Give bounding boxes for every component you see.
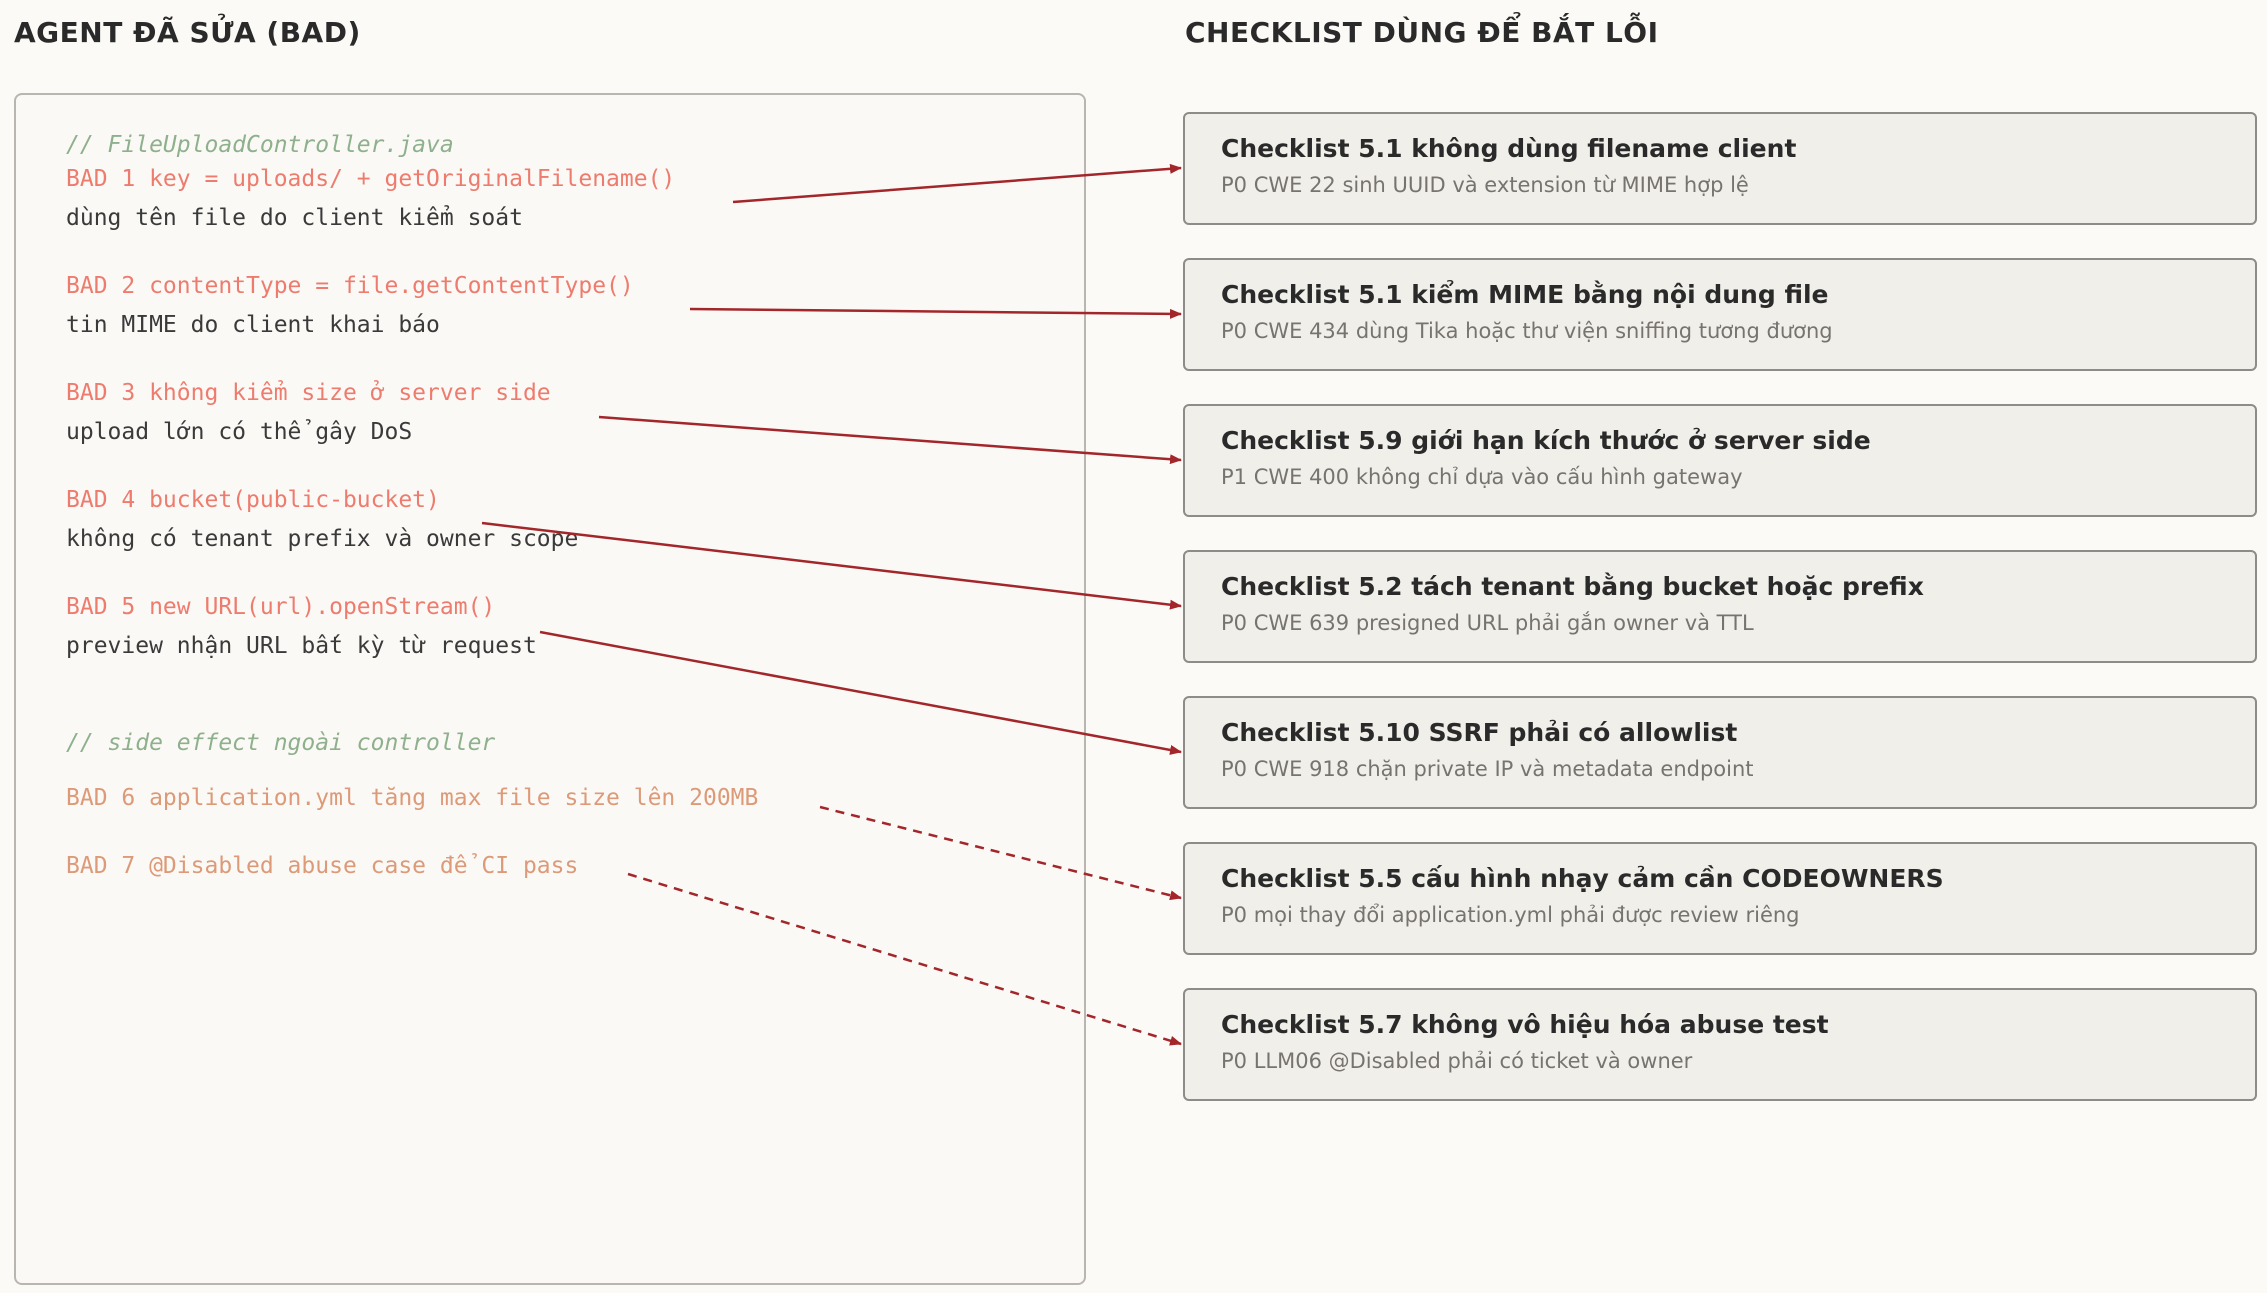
side-effect-comment: // side effect ngoài controller: [66, 730, 496, 756]
bad-3-label: BAD 3 không kiểm size ở server side: [66, 380, 551, 406]
checklist-card-5-title: Checklist 5.10 SSRF phải có allowlist: [1221, 718, 1738, 747]
arrow-bad-4-to-check-4: [481, 521, 1182, 610]
checklist-card-7: Checklist 5.7 không vô hiệu hóa abuse te…: [1183, 988, 2257, 1101]
bad-1-label: BAD 1 key = uploads/ + getOriginalFilena…: [66, 166, 676, 192]
arrow-bad-6-to-check-6: [819, 805, 1182, 901]
right-heading: CHECKLIST DÙNG ĐỂ BẮT LỖI: [1185, 16, 1659, 49]
checklist-card-5: Checklist 5.10 SSRF phải có allowlist P0…: [1183, 696, 2257, 809]
arrow-bad-7-to-check-7: [627, 872, 1182, 1046]
checklist-card-4-title: Checklist 5.2 tách tenant bằng bucket ho…: [1221, 572, 1924, 601]
checklist-card-4: Checklist 5.2 tách tenant bằng bucket ho…: [1183, 550, 2257, 663]
arrow-bad-1-to-check-1: [732, 163, 1182, 204]
file-comment: // FileUploadController.java: [66, 132, 454, 158]
bad-4-desc: không có tenant prefix và owner scope: [66, 526, 579, 552]
bad-5-label: BAD 5 new URL(url).openStream(): [66, 594, 496, 620]
checklist-card-1: Checklist 5.1 không dùng filename client…: [1183, 112, 2257, 225]
checklist-card-1-title: Checklist 5.1 không dùng filename client: [1221, 134, 1797, 163]
bad-2-desc: tin MIME do client khai báo: [66, 312, 440, 338]
arrow-bad-2-to-check-2: [689, 307, 1182, 319]
bad-3-desc: upload lớn có thể gây DoS: [66, 419, 413, 445]
checklist-card-3: Checklist 5.9 giới hạn kích thước ở serv…: [1183, 404, 2257, 517]
code-panel: // FileUploadController.java BAD 1 key =…: [14, 93, 1086, 1285]
checklist-card-1-sub: P0 CWE 22 sinh UUID và extension từ MIME…: [1221, 173, 1749, 197]
bad-2-label: BAD 2 contentType = file.getContentType(…: [66, 273, 634, 299]
arrow-bad-3-to-check-3: [598, 415, 1182, 465]
checklist-card-2: Checklist 5.1 kiểm MIME bằng nội dung fi…: [1183, 258, 2257, 371]
checklist-card-5-sub: P0 CWE 918 chặn private IP và metadata e…: [1221, 757, 1754, 781]
bad-5-desc: preview nhận URL bất kỳ từ request: [66, 633, 537, 659]
bad-1-desc: dùng tên file do client kiểm soát: [66, 205, 523, 231]
left-heading: AGENT ĐÃ SỬA (BAD): [14, 16, 361, 49]
checklist-card-4-sub: P0 CWE 639 presigned URL phải gắn owner …: [1221, 611, 1754, 635]
bad-6-label: BAD 6 application.yml tăng max file size…: [66, 785, 759, 811]
checklist-card-6: Checklist 5.5 cấu hình nhạy cảm cần CODE…: [1183, 842, 2257, 955]
checklist-card-3-title: Checklist 5.9 giới hạn kích thước ở serv…: [1221, 426, 1871, 455]
checklist-card-7-sub: P0 LLM06 @Disabled phải có ticket và own…: [1221, 1049, 1693, 1073]
checklist-card-7-title: Checklist 5.7 không vô hiệu hóa abuse te…: [1221, 1010, 1829, 1039]
checklist-card-6-title: Checklist 5.5 cấu hình nhạy cảm cần CODE…: [1221, 864, 1944, 893]
bad-7-label: BAD 7 @Disabled abuse case để CI pass: [66, 853, 579, 879]
checklist-card-6-sub: P0 mọi thay đổi application.yml phải đượ…: [1221, 903, 1800, 927]
checklist-card-2-title: Checklist 5.1 kiểm MIME bằng nội dung fi…: [1221, 280, 1829, 309]
checklist-card-3-sub: P1 CWE 400 không chỉ dựa vào cấu hình ga…: [1221, 465, 1743, 489]
checklist-card-2-sub: P0 CWE 434 dùng Tika hoặc thư viện sniff…: [1221, 319, 1833, 343]
bad-4-label: BAD 4 bucket(public-bucket): [66, 487, 440, 513]
arrow-bad-5-to-check-5: [539, 630, 1182, 755]
